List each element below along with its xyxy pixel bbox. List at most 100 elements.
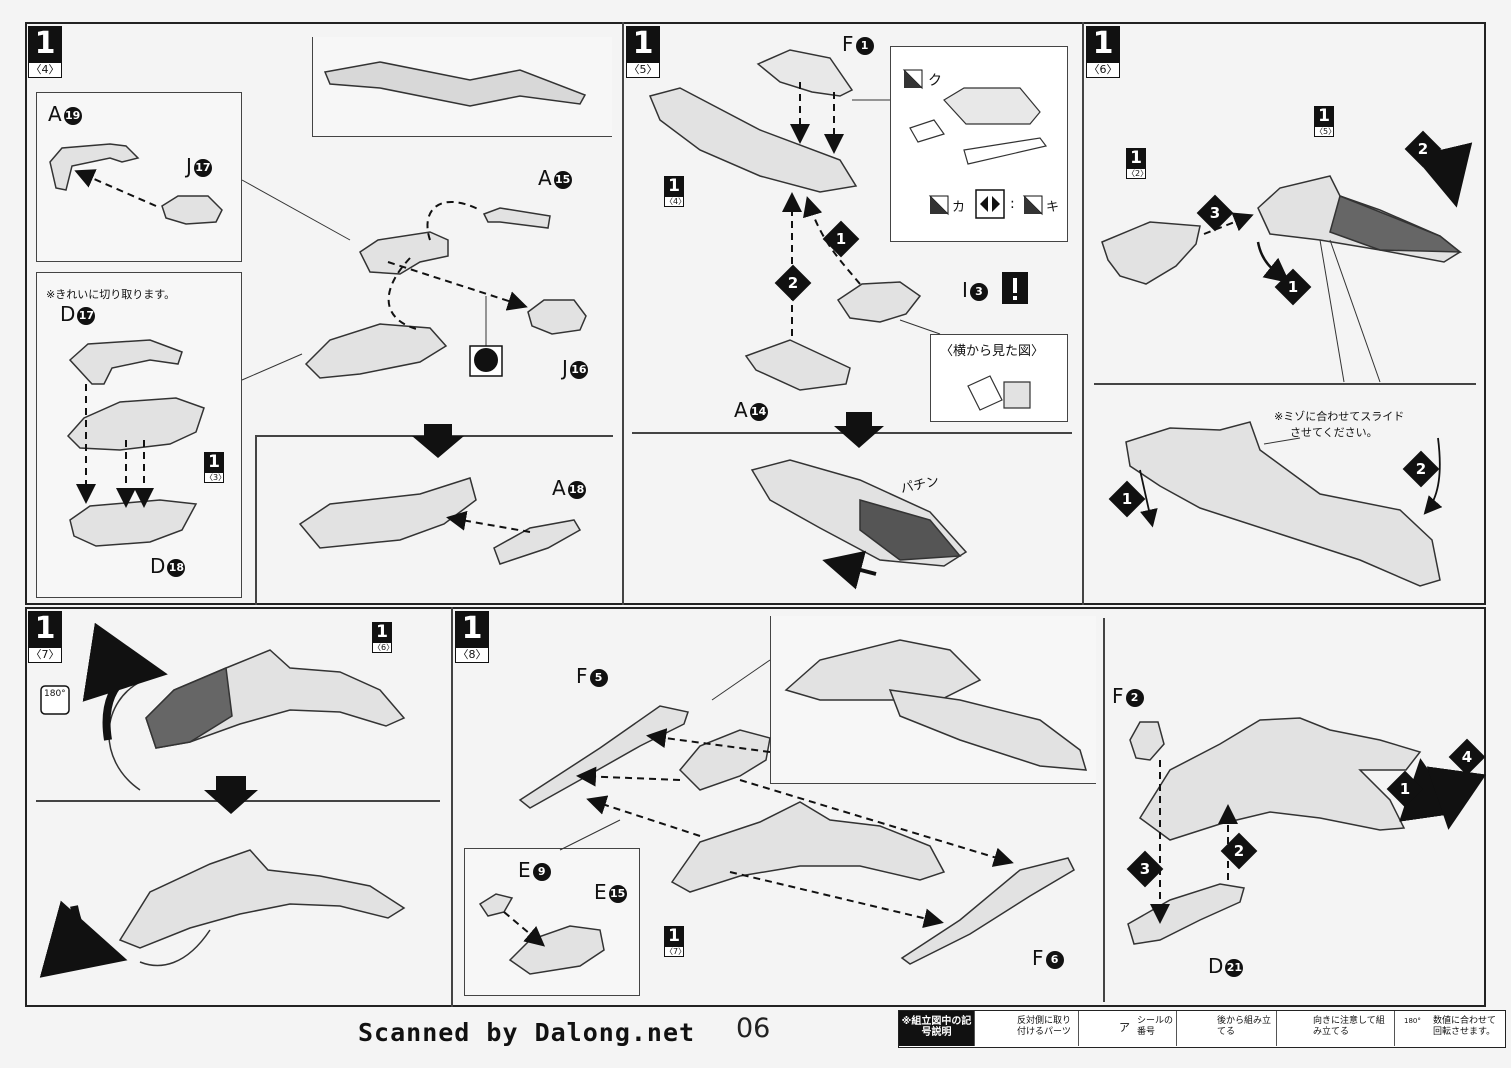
part-a14-shape [744,339,851,391]
step-badge-8: 1〈8〉 [455,611,489,663]
marker-4-step8: 4 [1448,738,1486,776]
part-a15-shape [482,207,551,229]
marker-1-step8: 1 [1386,770,1424,808]
step8-body-shape [670,801,946,893]
legend-header: ※組立図中の記号説明 [899,1011,975,1046]
step4-result-shape [298,477,477,549]
step6-result-shape [1125,421,1441,587]
note-clean-cut: ※きれいに切り取ります。 [46,288,176,301]
step-badge-5: 1〈5〉 [626,26,660,78]
marker-3-step6: 3 [1196,194,1234,232]
divider-7-8 [451,607,453,1007]
marker-2-step8: 2 [1220,832,1258,870]
part-j17-shape [161,195,223,225]
marker-1-step5: 1 [822,220,860,258]
sticker-icon-ku [902,69,923,90]
legend-item-caution: 向きに注意して組み立てる [1277,1011,1395,1046]
page-number: 06 [736,1013,771,1044]
sticker-separator: : [1010,196,1015,212]
top-row-frame [25,22,1486,605]
sticker-label-ku: ク [928,73,942,89]
ref-badge-5: 1〈5〉 [1314,106,1337,137]
marker-1-step6-lower: 1 [1108,480,1146,518]
step5-body-shape [648,87,858,193]
legend-glyph-rotate: 180° [1404,1017,1421,1025]
part-d21-shape [1127,883,1245,945]
sticker-label-ki: キ [1046,200,1060,215]
step5-result-shape [750,459,968,567]
ref-badge-6: 1〈6〉 [372,622,395,653]
side-view-title: 〈横から見た図〉 [940,344,1045,359]
step-badge-4: 1〈4〉 [28,26,62,78]
symbol-legend: ※組立図中の記号説明 反対側に取り付けるパーツ ア シールの番号 後から組み立て… [898,1010,1506,1048]
note-slide-1: ※ミゾに合わせてスライド [1274,410,1405,423]
legend-item-later: 後から組み立てる [1177,1011,1277,1046]
note-rotate: 180° [44,689,66,699]
divider-4-5 [622,22,624,605]
step8-right-body-shape [1138,717,1422,841]
side-view-callout [930,334,1068,422]
step6-hline [1094,383,1476,385]
step6-ref-part-shape [1101,221,1201,285]
part-a18-shape [493,519,582,565]
step6-body-shape [1257,175,1463,263]
scanned-by-watermark: Scanned by Dalong.net [358,1018,696,1047]
step7-result-shape [118,849,406,949]
step7-body-shape [145,649,406,749]
sticker-preview-shape [909,87,1048,165]
legend-item-sticker: ア シールの番号 [1079,1011,1177,1046]
marker-2-step6: 2 [1404,130,1442,168]
part-d18-shape [69,499,198,547]
caution-icon [1002,272,1028,304]
step8-detail-e-parts [464,848,640,996]
sticker-icon-ka [928,195,949,216]
legend-text-later: 後から組み立てる [1217,1016,1272,1037]
note-slide-2: させてください。 [1290,426,1378,439]
part-i3-shape [836,281,922,323]
step4-upper-part-shape [359,231,449,275]
legend-text-sticker: シールの番号 [1137,1016,1174,1037]
divider-5-6 [1082,22,1084,605]
step4-lower-body-shape [304,323,448,379]
legend-text-caution: 向きに注意して組み立てる [1313,1016,1385,1037]
ref-badge-4: 1〈4〉 [664,176,687,207]
part-f6-shape [900,857,1075,965]
marker-3-step8: 3 [1126,850,1164,888]
ref-badge-2: 1〈2〉 [1126,148,1149,179]
opposite-icon [975,189,1005,219]
legend-glyph-sticker: ア [1119,1021,1130,1034]
part-e15-shape [508,925,605,975]
step-badge-6: 1〈6〉 [1086,26,1120,78]
sticker-label-ka: カ [952,200,966,215]
step4-vline [255,435,257,605]
marker-2-step6-lower: 2 [1402,450,1440,488]
part-f2-shape [1129,721,1165,761]
side-view-shape [967,375,1031,411]
part-a19-shape [49,143,140,191]
runner-preview-part [323,61,587,107]
ref-badge-3: 1〈3〉 [204,452,227,483]
part-body-stack-shape [66,397,205,451]
marker-1-step6: 1 [1274,268,1312,306]
part-d17-shape [68,339,183,385]
step-badge-7: 1〈7〉 [28,611,62,663]
step8-intake-shape [678,729,771,791]
